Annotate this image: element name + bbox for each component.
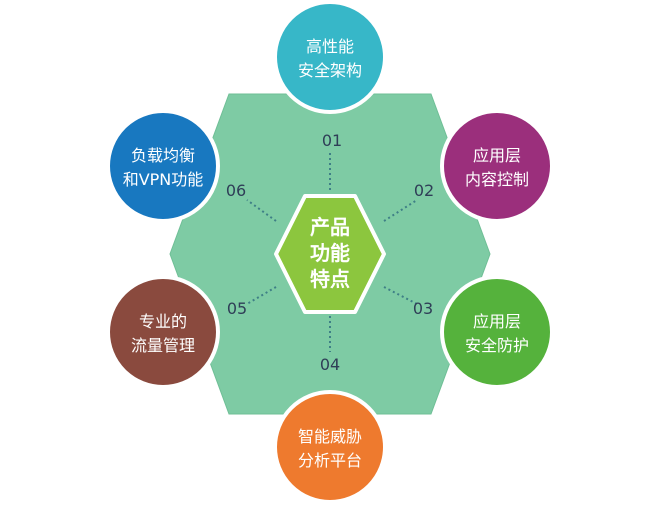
feature-label-02-line-1: 应用层 [473, 146, 521, 165]
feature-label-01-line-2: 安全架构 [298, 61, 362, 80]
feature-label-06-line-1: 负载均衡 [131, 146, 195, 165]
feature-circle-06 [106, 109, 220, 223]
center-title-line-1: 产品 [310, 215, 350, 239]
feature-label-02-line-2: 内容控制 [465, 170, 529, 189]
feature-number-06: 06 [226, 181, 246, 200]
feature-node-05: 专业的 流量管理 [106, 275, 220, 389]
connector-02 [383, 199, 418, 222]
feature-circle-02 [440, 109, 554, 223]
feature-node-03: 应用层 安全防护 [440, 275, 554, 389]
feature-node-06: 负载均衡 和VPN功能 [106, 109, 220, 223]
feature-number-04: 04 [320, 355, 340, 374]
feature-label-04-line-2: 分析平台 [298, 451, 362, 470]
feature-circle-04 [273, 390, 387, 504]
feature-number-01: 01 [322, 131, 342, 150]
feature-number-02: 02 [414, 181, 434, 200]
connector-06 [246, 199, 277, 222]
connector-lines [246, 153, 418, 352]
feature-node-02: 应用层 内容控制 [440, 109, 554, 223]
feature-circle-01 [273, 0, 387, 114]
connector-03 [383, 286, 418, 305]
feature-circle-03 [440, 275, 554, 389]
feature-number-05: 05 [227, 299, 247, 318]
connector-05 [246, 286, 277, 305]
center-title-line-2: 功能 [310, 241, 350, 265]
feature-label-04-line-1: 智能威胁 [298, 427, 362, 446]
center-title-line-3: 特点 [310, 267, 350, 291]
feature-node-01: 高性能 安全架构 [273, 0, 387, 114]
feature-circle-05 [106, 275, 220, 389]
feature-number-03: 03 [413, 299, 433, 318]
feature-node-04: 智能威胁 分析平台 [273, 390, 387, 504]
center-hexagon [274, 194, 386, 314]
feature-label-06-line-2: 和VPN功能 [123, 170, 204, 189]
feature-label-03-line-1: 应用层 [473, 312, 521, 331]
feature-label-03-line-2: 安全防护 [465, 336, 529, 355]
feature-label-05-line-2: 流量管理 [131, 336, 195, 355]
feature-label-01-line-1: 高性能 [306, 37, 354, 56]
feature-label-05-line-1: 专业的 [139, 312, 187, 331]
